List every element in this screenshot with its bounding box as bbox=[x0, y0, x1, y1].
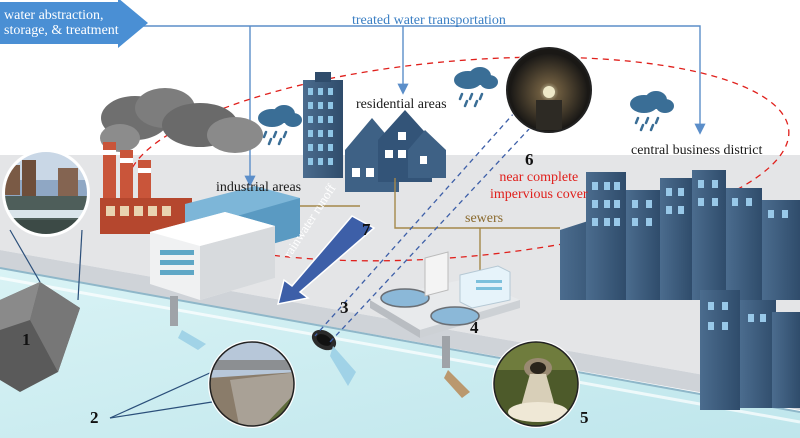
banner-line-2: storage, & treatment bbox=[4, 23, 119, 38]
rainwater-runoff-arrow bbox=[276, 215, 376, 305]
marker-4: 4 bbox=[470, 318, 479, 337]
treated-water-label: treated water transportation bbox=[352, 13, 506, 28]
callout-lines bbox=[9, 229, 213, 419]
marker-7: 7 bbox=[362, 220, 371, 239]
arrow-right-banner-icon bbox=[0, 0, 148, 48]
sewer-outfall-icon bbox=[492, 340, 580, 428]
marker-2: 2 bbox=[90, 408, 99, 427]
residential-areas-label: residential areas bbox=[356, 97, 447, 112]
sewer-tunnel-icon bbox=[505, 46, 593, 134]
residential-buildings bbox=[303, 72, 446, 192]
industrial-buildings bbox=[150, 186, 300, 326]
banner-label: water abstraction, storage, & treatment bbox=[4, 8, 119, 38]
impervious-cover-label: near complete impervious cover bbox=[490, 169, 588, 203]
treated-water-pipes bbox=[140, 25, 706, 187]
river bbox=[0, 267, 800, 438]
marker-3: 3 bbox=[340, 298, 349, 317]
cbd-label: central business district bbox=[631, 143, 763, 158]
rain-cloud-icon bbox=[258, 67, 674, 146]
riverbank-photo bbox=[208, 340, 296, 428]
marker-6: 6 bbox=[525, 150, 534, 169]
factory-icon bbox=[100, 88, 263, 234]
dam-structure bbox=[0, 282, 80, 392]
callout-dashed-lines bbox=[314, 111, 531, 343]
sewers-label: sewers bbox=[465, 211, 504, 226]
marker-5: 5 bbox=[580, 408, 589, 427]
treatment-plant-icon bbox=[370, 251, 520, 368]
outfall-pipe bbox=[178, 329, 470, 398]
cbd-buildings bbox=[560, 170, 800, 410]
impervious-line-2: impervious cover bbox=[490, 187, 588, 202]
sewer-lines bbox=[300, 178, 560, 278]
banner-line-1: water abstraction, bbox=[4, 8, 104, 23]
impervious-line-1: near complete bbox=[499, 170, 579, 185]
industrial-areas-label: industrial areas bbox=[216, 180, 302, 195]
marker-1: 1 bbox=[22, 330, 31, 349]
